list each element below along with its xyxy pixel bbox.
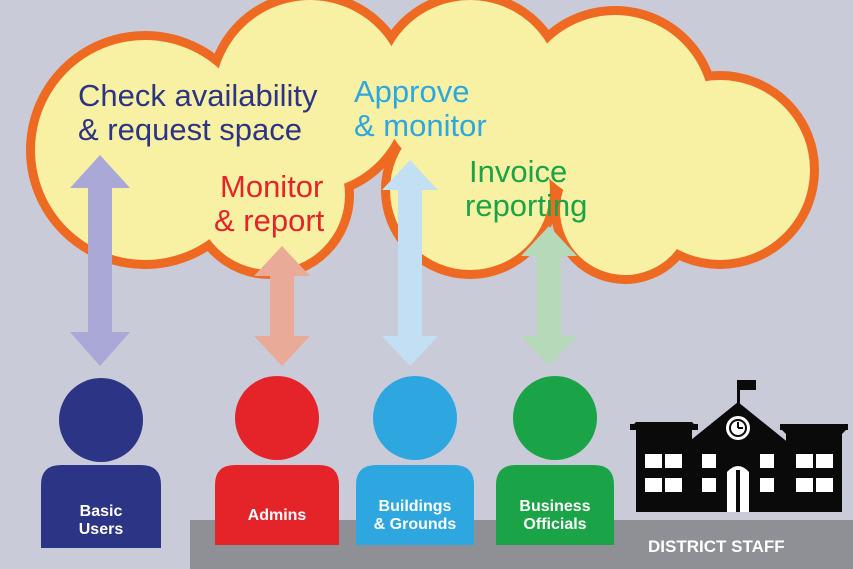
basic-users-label-line-2: Users bbox=[78, 521, 124, 538]
business-action-line-1: Invoice bbox=[469, 154, 568, 189]
person-body bbox=[356, 465, 474, 545]
basic-users-action-line-2: & request space bbox=[78, 112, 303, 147]
business-officials-label-line-2: Officials bbox=[523, 516, 587, 533]
business-action-line-2: reporting bbox=[465, 188, 588, 223]
person-basic-users bbox=[41, 378, 161, 548]
admins-action-line-2: & report bbox=[214, 203, 325, 238]
buildings-grounds-label: Buildings & Grounds bbox=[356, 498, 474, 534]
arrow-buildings-grounds bbox=[382, 160, 438, 366]
arrow-admins bbox=[254, 246, 310, 366]
person-business-officials bbox=[496, 376, 614, 545]
buildings-grounds-label-line-2: & Grounds bbox=[373, 516, 457, 533]
basic-users-label-line-1: Basic bbox=[79, 503, 123, 520]
buildings-grounds-label-line-1: Buildings bbox=[378, 498, 452, 515]
school-building-icon bbox=[630, 380, 848, 512]
person-buildings-grounds bbox=[356, 376, 474, 545]
business-officials-label-line-1: Business bbox=[519, 498, 591, 515]
business-action-label: Invoice reporting bbox=[465, 155, 587, 223]
person-admins bbox=[215, 376, 339, 545]
basic-users-label: Basic Users bbox=[41, 503, 161, 539]
person-head bbox=[373, 376, 457, 460]
arrow-business-officials bbox=[521, 226, 577, 366]
person-body bbox=[496, 465, 614, 545]
buildings-action-line-2: & monitor bbox=[354, 108, 487, 143]
district-staff-label: DISTRICT STAFF bbox=[648, 537, 785, 556]
person-head bbox=[513, 376, 597, 460]
admins-action-label: Monitor & report bbox=[214, 170, 324, 238]
admins-label: Admins bbox=[215, 507, 339, 525]
person-body bbox=[215, 465, 339, 545]
buildings-action-line-1: Approve bbox=[354, 74, 470, 109]
admins-label-line-1: Admins bbox=[247, 507, 307, 524]
admins-action-line-1: Monitor bbox=[220, 169, 324, 204]
person-body bbox=[41, 465, 161, 548]
basic-users-action-label: Check availability & request space bbox=[78, 79, 318, 147]
person-head bbox=[59, 378, 143, 462]
basic-users-action-line-1: Check availability bbox=[78, 78, 318, 113]
person-head bbox=[235, 376, 319, 460]
arrow-basic-users bbox=[70, 155, 130, 366]
buildings-action-label: Approve & monitor bbox=[354, 75, 487, 143]
business-officials-label: Business Officials bbox=[496, 498, 614, 534]
